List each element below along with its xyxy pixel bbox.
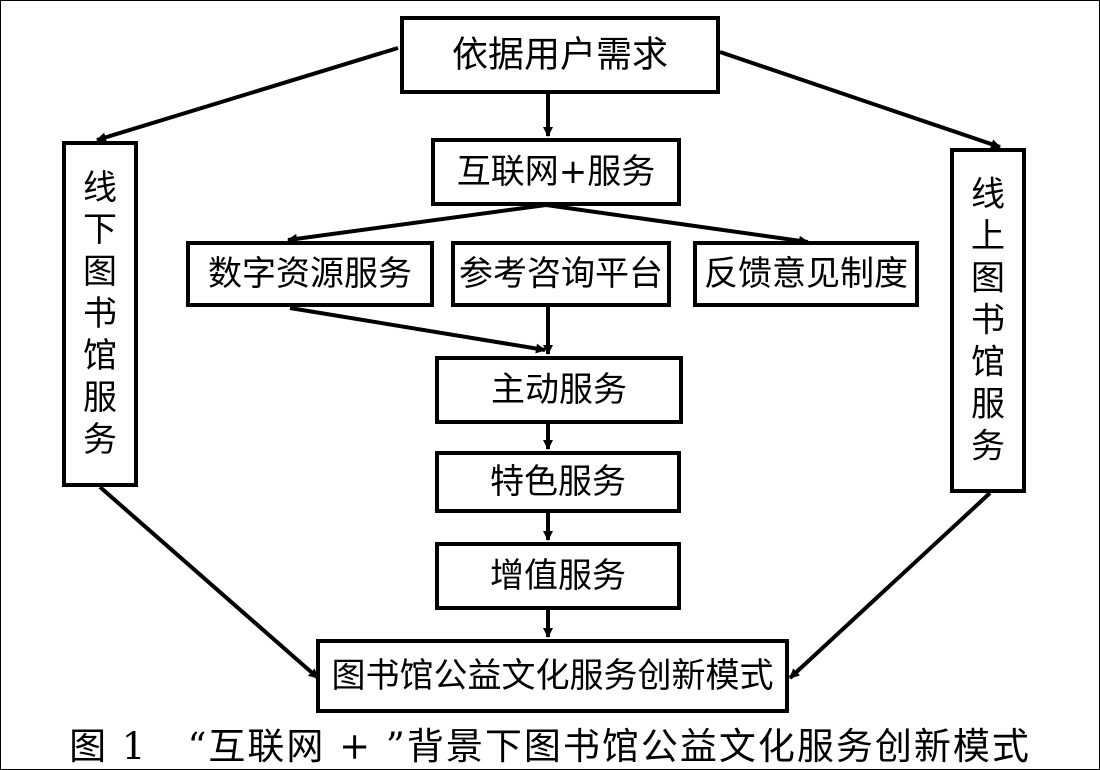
node-box xyxy=(431,138,681,206)
node-box xyxy=(435,356,683,424)
arrow-user-needs-to-offline xyxy=(96,46,399,143)
node-digital-resource: 数字资源服务 xyxy=(186,241,434,307)
node-offline: 线下图书馆服务 xyxy=(62,141,138,487)
figure-caption: 图 1 “互联网 + ”背景下图书馆公益文化服务创新模式 xyxy=(0,718,1100,768)
arrow-digital-resource-to-active-service xyxy=(289,306,546,354)
node-label: 互联网+服务 xyxy=(457,152,656,192)
arrow-offline-to-innovation-mode xyxy=(98,485,320,680)
figure-title: “互联网 + ”背景下图书馆公益文化服务创新模式 xyxy=(187,725,1031,768)
node-label: 增值服务 xyxy=(490,556,626,596)
node-box xyxy=(950,148,1026,493)
node-box xyxy=(693,241,919,307)
node-featured-service: 特色服务 xyxy=(435,451,681,513)
node-box xyxy=(435,451,681,513)
node-user-needs: 依据用户需求 xyxy=(400,16,720,94)
node-label: 图书馆公益文化服务创新模式 xyxy=(332,656,774,696)
arrow-user-needs-to-online xyxy=(719,50,1001,149)
node-online: 线上图书馆服务 xyxy=(950,148,1026,493)
node-label: 数字资源服务 xyxy=(208,254,412,294)
node-label: 主动服务 xyxy=(491,370,627,410)
node-box xyxy=(316,639,789,713)
node-box xyxy=(451,241,671,307)
node-label: 特色服务 xyxy=(490,462,626,502)
node-label: 依据用户需求 xyxy=(452,35,668,76)
node-active-service: 主动服务 xyxy=(435,356,683,424)
node-feedback: 反馈意见制度 xyxy=(693,241,919,307)
node-box xyxy=(435,542,681,610)
node-label: 线下图书馆服务 xyxy=(83,168,117,460)
node-box xyxy=(186,241,434,307)
arrow-internet-plus-to-digital-resource xyxy=(287,203,547,244)
arrow-internet-plus-to-feedback xyxy=(545,203,809,246)
node-label: 线上图书馆服务 xyxy=(971,175,1005,467)
node-box xyxy=(62,141,138,487)
node-internet-plus: 互联网+服务 xyxy=(431,138,681,206)
arrow-online-to-innovation-mode xyxy=(788,491,992,680)
node-label: 参考咨询平台 xyxy=(459,254,663,294)
node-innovation-mode: 图书馆公益文化服务创新模式 xyxy=(316,639,789,713)
node-box xyxy=(400,16,720,94)
node-label: 反馈意见制度 xyxy=(704,254,908,294)
node-value-added: 增值服务 xyxy=(435,542,681,610)
figure-number: 图 1 xyxy=(69,725,148,768)
node-reference-consulting: 参考咨询平台 xyxy=(451,241,671,307)
